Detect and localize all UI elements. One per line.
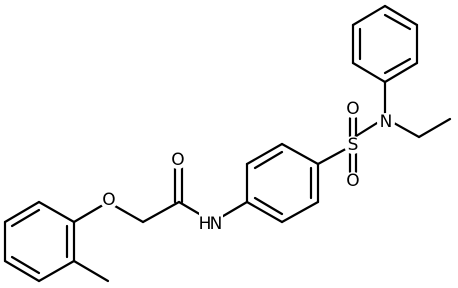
atom-bg: [344, 172, 362, 190]
bond: [383, 4, 419, 27]
bond: [280, 142, 320, 166]
bond: [351, 4, 387, 27]
atom-bg: [169, 151, 187, 169]
atom-bg: [344, 100, 362, 118]
bond: [3, 200, 41, 224]
bond: [383, 13, 412, 31]
bond-ethyl: [417, 117, 452, 139]
atom-bg: [377, 113, 395, 131]
bond: [280, 200, 320, 224]
atom-bg: [100, 191, 118, 209]
atom-amide-hydrogen: H: [199, 214, 212, 234]
bond: [10, 255, 41, 275]
bond-carbonyl-ch2: [141, 200, 181, 224]
bond: [351, 61, 387, 84]
atom-sulfonyl-oxygen-bottom: O: [346, 171, 359, 191]
bond: [253, 196, 284, 216]
atom-bg: [344, 136, 362, 154]
bond: [37, 259, 76, 283]
atom-sulfonyl-oxygen-top: O: [346, 99, 359, 119]
atom-ether-oxygen: O: [102, 190, 115, 210]
bond: [37, 200, 76, 224]
atom-sulfur: S: [348, 135, 359, 155]
atom-carbonyl-oxygen: O: [171, 150, 184, 170]
bond: [3, 259, 41, 283]
atom-amide-nitrogen: N: [210, 214, 223, 234]
bond: [10, 208, 41, 228]
n-phenyl-ring: [351, 4, 419, 84]
tolyl-ring: [3, 200, 76, 283]
central-benzene-ring: [245, 142, 320, 224]
bond: [383, 57, 412, 75]
bond: [245, 142, 284, 166]
atom-bg: [199, 212, 223, 232]
bond-methyl: [72, 259, 110, 283]
bond: [383, 61, 419, 84]
atom-sulfonamide-nitrogen: N: [380, 112, 393, 132]
bond: [253, 150, 284, 170]
bond: [245, 200, 284, 224]
